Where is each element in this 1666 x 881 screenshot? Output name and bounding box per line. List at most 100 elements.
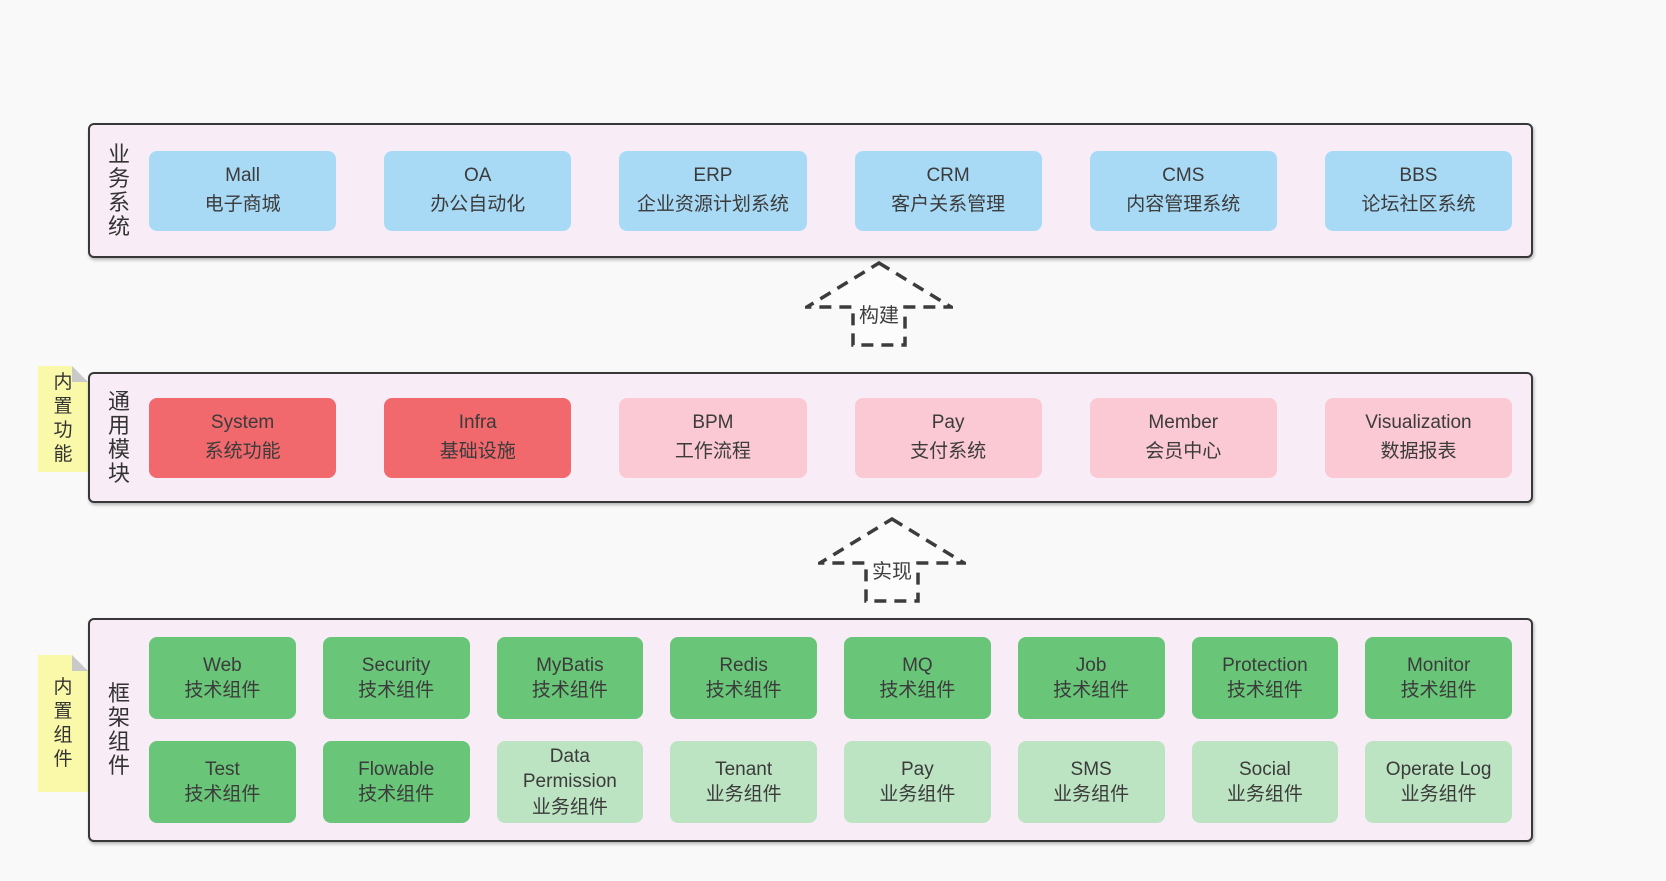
box-subtitle: 论坛社区系统	[1361, 193, 1476, 215]
box-test: Test 技术组件	[149, 741, 296, 823]
box-subtitle: 业务组件	[1400, 784, 1477, 805]
box-subtitle: 业务组件	[531, 796, 608, 818]
box-oa: OA 办公自动化	[384, 150, 572, 231]
box-subtitle: 电子商城	[204, 193, 281, 215]
box-bbs: BBS 论坛社区系统	[1324, 150, 1513, 231]
box-title: Web	[203, 654, 242, 676]
box-operate-log: Operate Log 业务组件	[1365, 741, 1512, 823]
box-subtitle: 技术组件	[1053, 680, 1130, 701]
implement-arrow: 实现	[818, 517, 966, 603]
box-title: Job	[1075, 654, 1107, 676]
box-flowable: Flowable 技术组件	[322, 741, 470, 823]
box-title: Redis	[719, 654, 768, 676]
box-title: Tenant	[715, 758, 773, 780]
box-subtitle: 工作流程	[674, 440, 751, 462]
box-title: Pay	[901, 758, 934, 780]
sticky-note-text: 内置组件	[53, 676, 73, 770]
box-title: Visualization	[1365, 412, 1472, 434]
box-job: Job 技术组件	[1017, 637, 1165, 719]
box-social: Social 业务组件	[1191, 741, 1339, 823]
box-subtitle: 技术组件	[531, 680, 608, 701]
box-title: Mall	[225, 165, 260, 187]
box-subtitle: 支付系统	[910, 440, 987, 462]
box-subtitle: 技术组件	[358, 680, 435, 701]
box-title: MyBatis	[536, 654, 604, 676]
box-sms: SMS 业务组件	[1017, 741, 1165, 823]
box-subtitle: 技术组件	[358, 784, 435, 805]
business-systems-layer: 业务系统 Mall 电子商城 OA 办公自动化 ERP 企业资源计划系统 CRM…	[88, 123, 1533, 258]
box-subtitle: 技术组件	[1400, 680, 1477, 701]
box-erp: ERP 企业资源计划系统	[619, 150, 807, 231]
box-title: Member	[1148, 412, 1219, 434]
box-subtitle: 业务组件	[705, 784, 782, 805]
sticky-note-built-in-features: 内置功能	[38, 366, 88, 472]
box-title: Data Permission	[522, 746, 617, 793]
box-mq: MQ 技术组件	[844, 637, 991, 719]
box-redis: Redis 技术组件	[670, 637, 817, 719]
sticky-note-built-in-components: 内置组件	[38, 655, 88, 792]
box-subtitle: 技术组件	[879, 680, 956, 701]
box-subtitle: 企业资源计划系统	[636, 193, 789, 215]
common-modules-layer: 通用模块 System 系统功能 Infra 基础设施 BPM 工作流程 Pay…	[88, 372, 1533, 503]
box-title: Social	[1239, 758, 1291, 780]
box-security: Security 技术组件	[322, 637, 470, 719]
box-title: System	[210, 412, 275, 434]
box-subtitle: 业务组件	[1226, 784, 1303, 805]
box-member: Member 会员中心	[1089, 397, 1277, 478]
box-title: BPM	[692, 412, 734, 434]
build-arrow: 构建	[805, 261, 953, 347]
box-subtitle: 数据报表	[1380, 440, 1457, 462]
box-title: Security	[361, 654, 431, 676]
box-mybatis: MyBatis 技术组件	[496, 637, 644, 719]
box-subtitle: 办公自动化	[430, 193, 526, 215]
components-row-1: Web 技术组件 Security 技术组件 MyBatis 技术组件 Redi…	[149, 637, 1512, 719]
box-title: Operate Log	[1385, 758, 1492, 780]
box-title: CRM	[926, 165, 970, 187]
build-arrow-label: 构建	[857, 299, 901, 328]
framework-components-rows: Web 技术组件 Security 技术组件 MyBatis 技术组件 Redi…	[149, 637, 1512, 823]
framework-components-layer: 框架组件 Web 技术组件 Security 技术组件 MyBatis 技术组件…	[88, 618, 1533, 842]
box-title: OA	[464, 165, 492, 187]
box-subtitle: 客户关系管理	[891, 193, 1006, 215]
box-title: Test	[204, 758, 240, 780]
box-protection: Protection 技术组件	[1191, 637, 1339, 719]
box-monitor: Monitor 技术组件	[1365, 637, 1512, 719]
box-title: Pay	[931, 412, 965, 434]
common-modules-row: System 系统功能 Infra 基础设施 BPM 工作流程 Pay 支付系统…	[149, 397, 1513, 478]
box-subtitle: 技术组件	[184, 784, 261, 805]
box-bpm: BPM 工作流程	[619, 397, 807, 478]
box-title: MQ	[902, 654, 933, 676]
box-system: System 系统功能	[149, 397, 337, 478]
box-title: CMS	[1162, 165, 1205, 187]
box-subtitle: 会员中心	[1145, 440, 1222, 462]
box-crm: CRM 客户关系管理	[854, 150, 1042, 231]
components-row-2: Test 技术组件 Flowable 技术组件 Data Permission …	[149, 741, 1512, 823]
box-cms: CMS 内容管理系统	[1089, 150, 1277, 231]
box-title: Flowable	[358, 758, 435, 780]
framework-components-label: 框架组件	[107, 681, 130, 778]
sticky-note-text: 内置功能	[53, 372, 73, 465]
box-pay-component: Pay 业务组件	[844, 741, 991, 823]
box-subtitle: 技术组件	[184, 680, 261, 701]
implement-arrow-label: 实现	[870, 555, 914, 584]
box-infra: Infra 基础设施	[384, 397, 572, 478]
box-mall: Mall 电子商城	[149, 150, 337, 231]
box-data-permission: Data Permission 业务组件	[496, 741, 644, 823]
box-subtitle: 业务组件	[879, 784, 956, 805]
box-web: Web 技术组件	[149, 637, 296, 719]
business-systems-label: 业务系统	[107, 141, 130, 239]
box-subtitle: 业务组件	[1053, 784, 1130, 805]
common-modules-label: 通用模块	[107, 388, 130, 486]
box-title: Monitor	[1406, 654, 1471, 676]
box-subtitle: 系统功能	[204, 440, 281, 462]
box-tenant: Tenant 业务组件	[670, 741, 817, 823]
box-subtitle: 技术组件	[1226, 680, 1303, 701]
box-subtitle: 基础设施	[439, 440, 516, 462]
box-pay-module: Pay 支付系统	[854, 397, 1042, 478]
box-subtitle: 内容管理系统	[1126, 193, 1241, 215]
box-subtitle: 技术组件	[705, 680, 782, 701]
box-title: SMS	[1070, 758, 1112, 780]
box-title: Infra	[458, 412, 497, 434]
box-title: ERP	[693, 165, 733, 187]
